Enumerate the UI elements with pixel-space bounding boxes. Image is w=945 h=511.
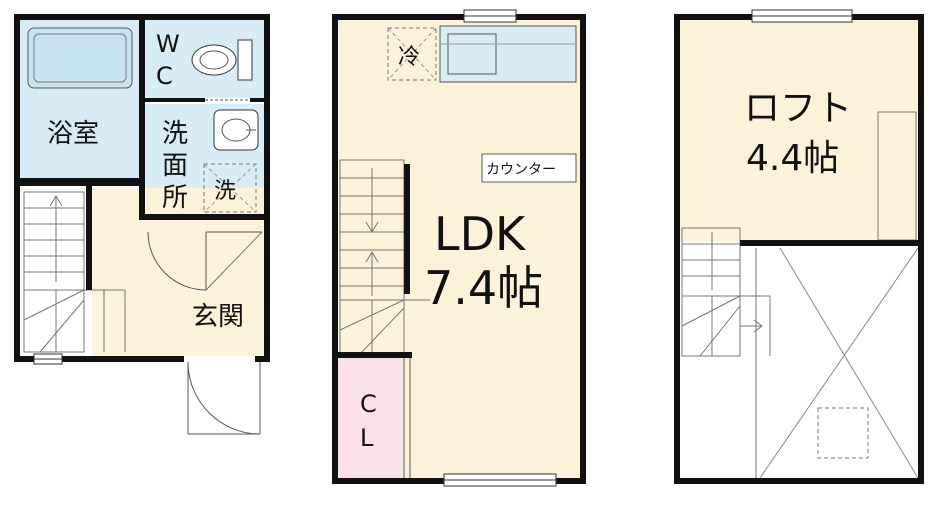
washer-space bbox=[203, 163, 257, 213]
bathtub-inner bbox=[33, 33, 127, 83]
washroom-label-2: 面 bbox=[162, 151, 188, 181]
ldk-size-label: 7.4帖 bbox=[424, 261, 543, 315]
sink bbox=[447, 33, 497, 75]
washer-label: 洗 bbox=[214, 179, 236, 204]
loft-plan: ロフト 4.4帖 bbox=[674, 9, 924, 484]
first-floor-plan: 浴室 W C 洗 面 所 洗 玄関 bbox=[14, 14, 270, 435]
counter-box bbox=[481, 153, 577, 183]
closet-floor bbox=[338, 358, 402, 478]
entrance-label: 玄関 bbox=[192, 302, 244, 332]
washroom-label-3: 所 bbox=[162, 183, 188, 213]
wc-label-w: W bbox=[156, 30, 180, 58]
ceiling-hatch bbox=[817, 407, 869, 459]
stairs-loft bbox=[681, 227, 771, 357]
stairs-2f bbox=[339, 159, 430, 355]
wc-label-c: C bbox=[156, 62, 173, 90]
wash-basin bbox=[213, 109, 259, 151]
closet-label-l: L bbox=[360, 424, 374, 452]
door-swing-hall bbox=[147, 231, 207, 291]
bathtub bbox=[27, 27, 133, 89]
washroom-label-1: 洗 bbox=[162, 119, 188, 149]
loft-floor bbox=[680, 20, 918, 242]
loft-label: ロフト bbox=[744, 88, 852, 129]
door-swing-entrance bbox=[187, 361, 261, 435]
counter-label: カウンター bbox=[486, 162, 556, 178]
fridge-label: 冷 bbox=[398, 45, 420, 70]
fridge-space bbox=[387, 27, 437, 81]
closet-label-c: C bbox=[360, 390, 377, 418]
void-floor bbox=[680, 246, 918, 478]
second-floor-plan: 冷 カウンター LDK 7.4帖 C L bbox=[332, 9, 586, 487]
loft-size-label: 4.4帖 bbox=[746, 138, 839, 179]
bath-label: 浴室 bbox=[47, 119, 99, 149]
kitchen-counter bbox=[439, 25, 577, 83]
ldk-label: LDK bbox=[434, 207, 527, 261]
stairs-1f bbox=[23, 191, 126, 353]
toilet bbox=[191, 39, 253, 81]
